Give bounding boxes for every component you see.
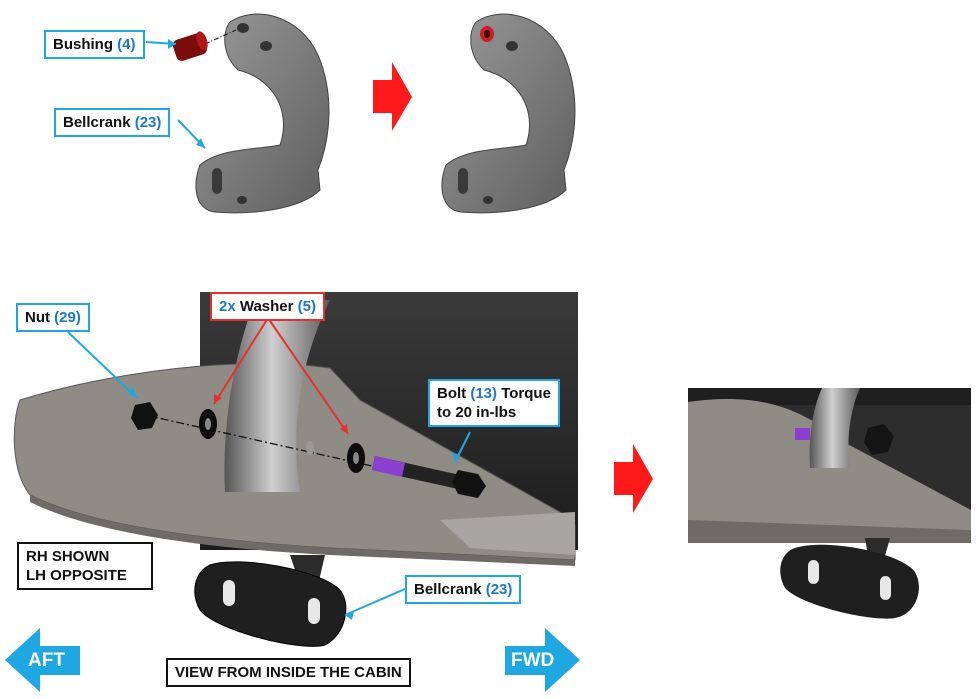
rh-shown-note: RH SHOWN LH OPPOSITE <box>17 542 153 590</box>
bolt-number: (13) <box>470 385 498 402</box>
nut-callout: Nut (29) <box>16 303 90 332</box>
bolt-label: Bolt <box>437 385 467 402</box>
bellcrank-top-left-part <box>172 13 330 214</box>
bellcrank-top-right-part <box>441 13 576 214</box>
nut-label: Nut <box>25 309 50 326</box>
bolt-callout: Bolt (13) Torque to 20 in-lbs <box>428 379 560 427</box>
washer-callout: 2x Washer (5) <box>210 292 326 321</box>
fwd-label: FWD <box>511 650 555 671</box>
bolt-part <box>372 456 486 498</box>
view-caption: VIEW FROM INSIDE THE CABIN <box>166 658 411 687</box>
aft-label: AFT <box>28 650 65 671</box>
nut-part <box>131 402 158 430</box>
rh-shown-line2: LH OPPOSITE <box>26 567 127 584</box>
view-caption-text: VIEW FROM INSIDE THE CABIN <box>175 664 402 681</box>
aft-arrow <box>5 628 80 692</box>
result-inset <box>688 388 971 619</box>
step-arrow-bottom <box>614 444 653 513</box>
washer-quantity: 2x <box>219 298 236 315</box>
step-arrow-top <box>373 62 412 131</box>
washer-label: Washer <box>239 298 294 315</box>
bushing-number: (4) <box>117 36 136 53</box>
bellcrank-top-callout: Bellcrank (23) <box>54 108 171 137</box>
bellcrank-top-number: (23) <box>134 114 162 131</box>
bolt-torque-value: to 20 in-lbs <box>437 404 517 421</box>
bolt-torque-label: Torque <box>501 385 551 402</box>
bottom-assembly-scene <box>13 292 578 647</box>
bellcrank-bottom-label: Bellcrank <box>414 581 482 598</box>
rh-shown-line1: RH SHOWN <box>26 548 110 565</box>
bellcrank-bottom-number: (23) <box>485 581 513 598</box>
bushing-callout: Bushing (4) <box>44 30 145 59</box>
washer-right-part <box>347 443 365 473</box>
washer-left-part <box>199 409 217 439</box>
washer-number: (5) <box>297 298 317 315</box>
bellcrank-bottom-callout: Bellcrank (23) <box>405 575 522 604</box>
bushing-label: Bushing <box>53 36 113 53</box>
bellcrank-bottom-part <box>194 555 347 647</box>
fwd-arrow <box>505 628 580 692</box>
bellcrank-top-label: Bellcrank <box>63 114 131 131</box>
bushing-part <box>172 31 208 61</box>
nut-number: (29) <box>54 309 81 326</box>
